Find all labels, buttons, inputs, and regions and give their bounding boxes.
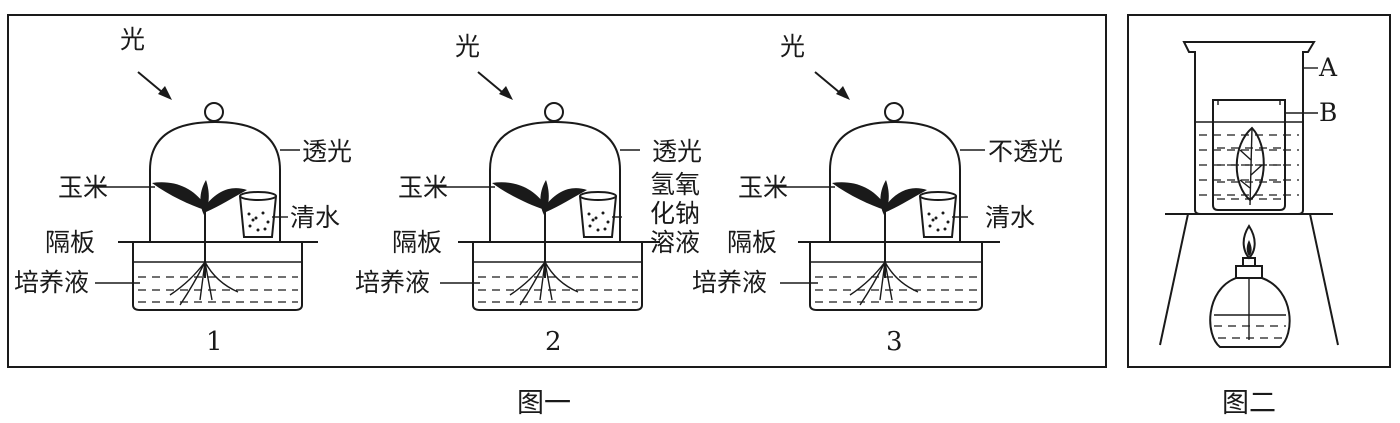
setup-3-light-label: 光 — [780, 32, 805, 61]
setup-2-leaf-right — [546, 188, 587, 212]
setup-2-divider-label: 隔板 — [392, 228, 442, 257]
figure2-apparatus: A B — [1159, 41, 1339, 348]
alcohol-lamp — [1209, 277, 1291, 348]
figure1-frame — [7, 14, 1107, 368]
setup-2-leaf-top — [540, 180, 549, 215]
setup-3-leaf-right — [886, 188, 927, 212]
setup-2-leaf-left — [492, 182, 545, 210]
figure2-caption: 图二 — [1222, 388, 1276, 419]
setup-1-divider-label: 隔板 — [45, 228, 95, 257]
setup-2-light-label: 光 — [455, 32, 480, 61]
setup-1-arrowhead — [158, 86, 172, 100]
setup-3-cup-label: 清水 — [985, 203, 1035, 232]
setup-2-jar-knob — [544, 102, 564, 122]
setup-3-container — [809, 243, 983, 311]
setup-1-cover-label: 透光 — [302, 137, 352, 166]
setup-2-cover-label: 透光 — [652, 137, 702, 166]
setup-1-light-label: 光 — [120, 25, 145, 54]
setup-2: 光 透光 玉米 氢氧 化钠 溶液 隔板 培养液 2 — [355, 32, 702, 357]
beaker-a — [1182, 41, 1316, 215]
setup-1-number: 1 — [206, 327, 223, 357]
setup-2-container — [472, 243, 643, 311]
label-b: B — [1319, 98, 1337, 127]
setup-2-plant-label: 玉米 — [398, 173, 448, 202]
label-a: A — [1318, 53, 1338, 82]
beaker-b — [1212, 99, 1286, 211]
setup-3-jar-knob — [884, 102, 904, 122]
setup-2-arrowhead — [499, 86, 513, 100]
setup-1-container — [132, 243, 303, 311]
figure1-caption: 图一 — [517, 388, 571, 419]
setup-3-medium-label: 培养液 — [692, 268, 767, 297]
setup-2-cup-label-line-1: 氢氧 — [650, 170, 700, 199]
setup-3-divider-label: 隔板 — [727, 228, 777, 257]
figure2-frame — [1127, 14, 1391, 368]
setup-2-cup-label-line-2: 化钠 — [650, 199, 700, 228]
tripod-leg-left — [1159, 213, 1189, 346]
setup-3: 光 不透光 玉米 清水 隔板 培养液 3 — [692, 32, 1063, 357]
setup-3-leaf-top — [880, 180, 889, 215]
setup-3-leaf-left — [832, 182, 885, 210]
setup-1-roots — [169, 261, 239, 306]
tripod-leg-right — [1309, 213, 1339, 346]
setup-1-medium-label: 培养液 — [14, 268, 89, 297]
setup-2-medium-label: 培养液 — [355, 268, 430, 297]
setup-1-leaf-left — [152, 182, 205, 210]
setup-1-plant-label: 玉米 — [58, 173, 108, 202]
setup-2-roots — [509, 261, 579, 306]
setup-1-jar-knob — [204, 102, 224, 122]
setup-3-arrowhead — [836, 86, 850, 100]
setup-3-plant-label: 玉米 — [738, 173, 788, 202]
setup-1-leaf-right — [206, 188, 247, 212]
setup-1-bell-jar — [149, 120, 281, 243]
lamp-neck — [1235, 265, 1263, 279]
setup-3-bell-jar — [829, 120, 961, 243]
setup-2-number: 2 — [545, 327, 562, 357]
setup-3-number: 3 — [886, 327, 903, 357]
setup-3-cover-label: 不透光 — [988, 137, 1063, 166]
setup-3-roots — [849, 261, 919, 306]
setup-1: 光 透光 玉米 清水 隔板 培养液 1 — [14, 25, 352, 357]
setup-1-leaf-top — [200, 180, 209, 215]
setup-2-bell-jar — [489, 120, 621, 243]
setup-1-cup-label: 清水 — [290, 203, 340, 232]
